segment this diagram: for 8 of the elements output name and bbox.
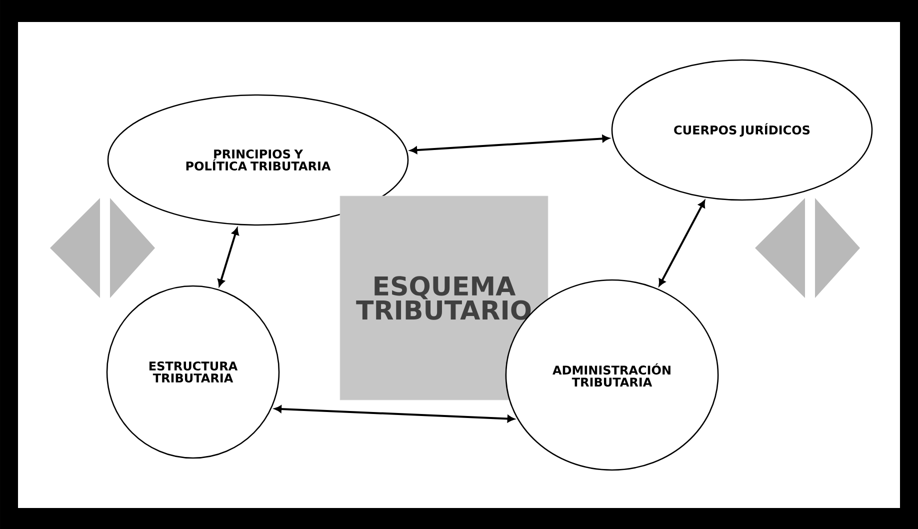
- title-box: ESQUEMA TRIBUTARIO: [340, 196, 548, 400]
- arrow: [218, 228, 239, 286]
- ellipse-node: CUERPOS JURÍDICOS: [611, 59, 873, 201]
- arrow: [410, 135, 610, 154]
- circle-node: ESTRUCTURA TRIBUTARIA: [106, 285, 280, 459]
- arrow: [658, 200, 706, 286]
- ellipse-node: PRINCIPIOS Y POLÍTICA TRIBUTARIA: [107, 94, 409, 226]
- arrow: [274, 405, 514, 422]
